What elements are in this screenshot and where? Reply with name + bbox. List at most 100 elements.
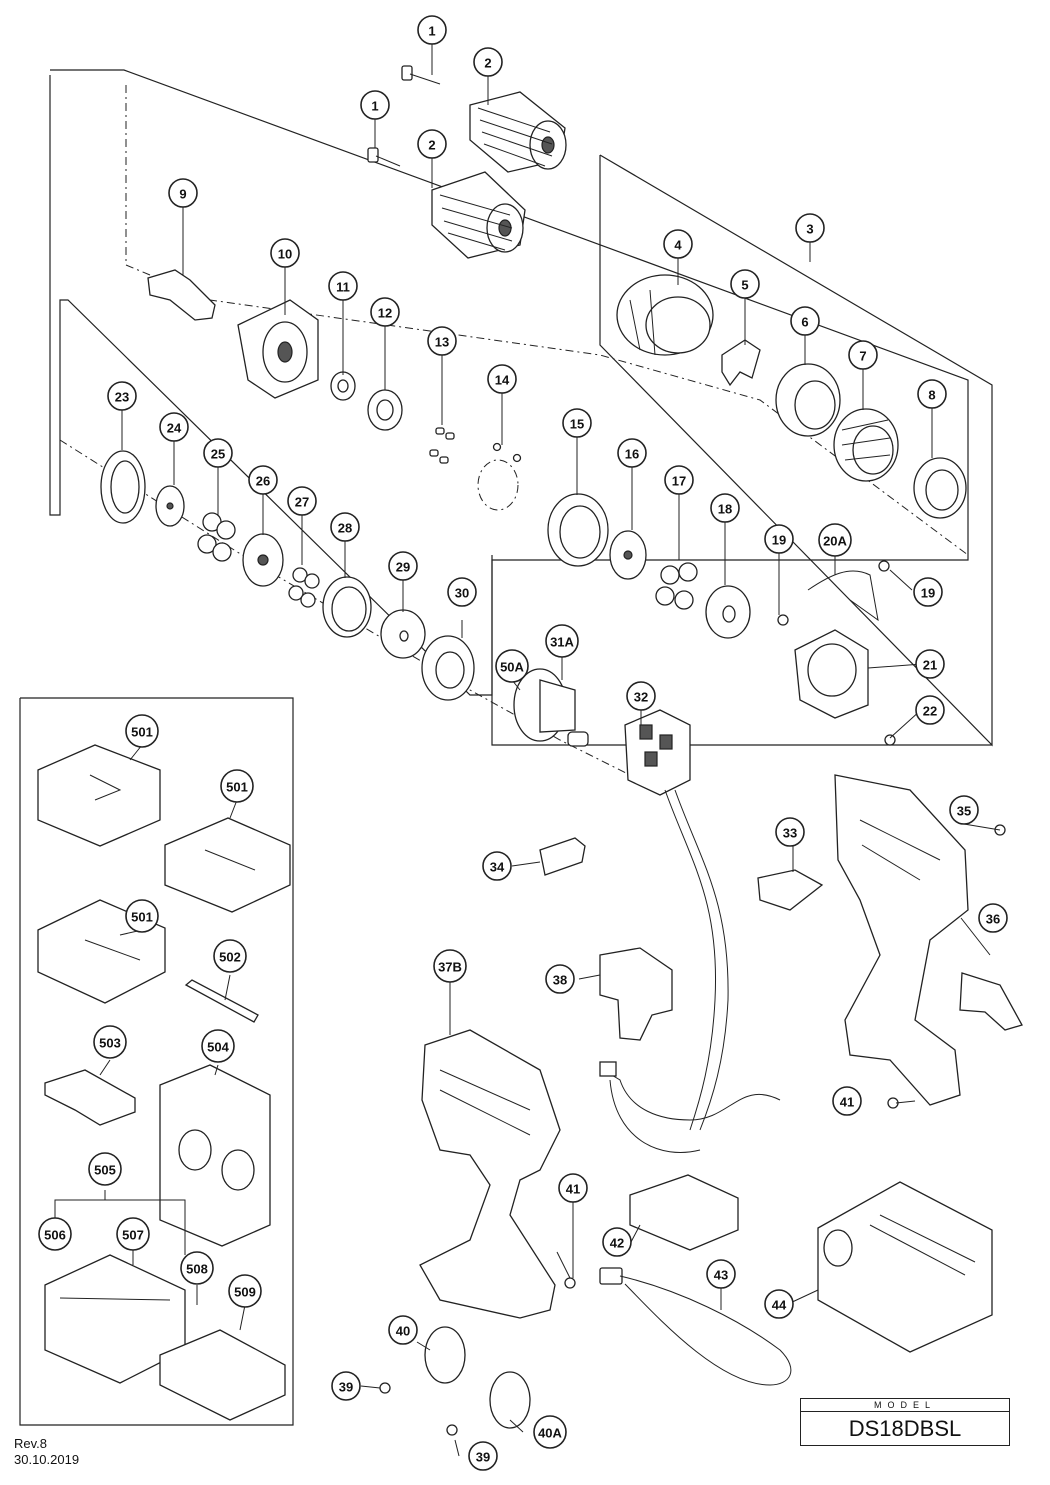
part-callout-number: 16: [625, 447, 639, 462]
part-callout: 503: [93, 1025, 127, 1059]
part-callout-number: 22: [923, 704, 937, 719]
hook-40a: [489, 1371, 531, 1429]
battery-terminal: [629, 1174, 739, 1251]
part-callout: 19: [913, 577, 943, 607]
part-callout: 5: [730, 269, 760, 299]
assembly-axis-upper: [125, 85, 969, 556]
part-callout: 8: [917, 379, 947, 409]
screw-22: [884, 734, 896, 746]
part-callout-number: 509: [234, 1285, 256, 1300]
part-callout-number: 504: [207, 1040, 229, 1055]
revision-label: Rev.8: [14, 1436, 47, 1451]
part-callout-number: 23: [115, 390, 129, 405]
part-callout: 41: [558, 1173, 588, 1203]
washer-18: [705, 585, 751, 639]
part-callout: 40: [388, 1315, 418, 1345]
part-callout-number: 18: [718, 502, 732, 517]
switch-wiring-assembly: [599, 1061, 781, 1153]
part-callout: 22: [915, 695, 945, 725]
planet-gears-2: [655, 562, 698, 610]
part-callout: 4: [663, 229, 693, 259]
spindle-washer: [330, 371, 356, 401]
battery: [817, 1181, 993, 1353]
part-callout: 31A: [545, 624, 579, 658]
part-callout-number: 3: [806, 222, 813, 237]
part-callout: 14: [487, 364, 517, 394]
part-callout: 36: [978, 903, 1008, 933]
sun-gear-carrier: [242, 533, 284, 587]
clutch-spring-clip: [721, 339, 761, 387]
part-callout-number: 40A: [538, 1426, 562, 1441]
part-callout: 508: [180, 1251, 214, 1285]
part-callout: 9: [168, 178, 198, 208]
part-callout: 13: [427, 326, 457, 356]
part-callout: 35: [949, 795, 979, 825]
part-callout: 33: [775, 817, 805, 847]
part-callout-number: 12: [378, 306, 392, 321]
switch: [599, 947, 673, 1041]
part-callout-number: 2: [484, 56, 491, 71]
part-callout-number: 2: [428, 138, 435, 153]
lock-nut: [367, 389, 403, 431]
part-callout-number: 5: [741, 278, 748, 293]
part-callout-number: 44: [772, 1298, 787, 1313]
strap: [599, 1267, 792, 1386]
part-callout-number: 38: [553, 973, 567, 988]
keyless-chuck-upper: [469, 91, 567, 173]
part-callout-number: 10: [278, 247, 292, 262]
part-callout: 501: [125, 714, 159, 748]
part-callout: 3: [795, 213, 825, 243]
name-plate: [959, 972, 1023, 1031]
part-callout: 37B: [433, 949, 467, 983]
part-callout: 11: [328, 271, 358, 301]
clutch-ring: [616, 274, 714, 356]
driver-bit: [184, 979, 259, 1023]
part-callout-number: 13: [435, 335, 449, 350]
steel-balls-and-ring: [477, 442, 522, 511]
part-callout: 17: [664, 465, 694, 495]
screw-39-lower: [446, 1424, 458, 1436]
part-callout-number: 30: [455, 586, 469, 601]
part-callout: 2: [473, 47, 503, 77]
clutch-washer: [913, 457, 967, 519]
planet-gears-3: [288, 567, 320, 608]
part-callout-number: 502: [219, 950, 241, 965]
part-callout-number: 37B: [438, 960, 462, 975]
part-callout-number: 507: [122, 1228, 144, 1243]
gear-case-cover: [421, 635, 475, 701]
nut-41-handle: [564, 1277, 576, 1289]
part-callout-number: 19: [772, 533, 786, 548]
part-callout: 505: [88, 1152, 122, 1186]
clutch-spring: [833, 408, 899, 482]
part-callout-number: 29: [396, 560, 410, 575]
part-callout-number: 4: [674, 238, 682, 253]
part-callout-number: 1: [428, 24, 435, 39]
washer-29: [380, 609, 426, 659]
locking-pins: [429, 427, 455, 464]
keyless-chuck-lower: [431, 171, 526, 259]
part-callout-number: 506: [44, 1228, 66, 1243]
part-callout: 27: [287, 486, 317, 516]
part-callout: 43: [706, 1259, 736, 1289]
revision-date: 30.10.2019: [14, 1452, 80, 1467]
carrying-case: [159, 1064, 271, 1247]
motor-housing: [794, 629, 869, 719]
model-box: MODEL DS18DBSL: [800, 1398, 1010, 1446]
part-callout: 501: [125, 899, 159, 933]
part-callout-number: 21: [923, 658, 937, 673]
part-callout-number: 26: [256, 474, 270, 489]
stator: [624, 709, 691, 796]
part-callout-number: 508: [186, 1262, 208, 1277]
ring-gear-a: [547, 493, 609, 567]
part-callout: 34: [482, 851, 512, 881]
motor-group-frame: [491, 555, 992, 746]
part-callout-number: 8: [928, 388, 935, 403]
hook-503: [44, 1069, 136, 1126]
part-callout-number: 24: [167, 421, 182, 436]
part-callout: 26: [248, 465, 278, 495]
part-callout-number: 32: [634, 690, 648, 705]
led-board: [757, 869, 824, 911]
part-callout-number: 42: [610, 1236, 624, 1251]
model-label: MODEL: [801, 1399, 1009, 1412]
